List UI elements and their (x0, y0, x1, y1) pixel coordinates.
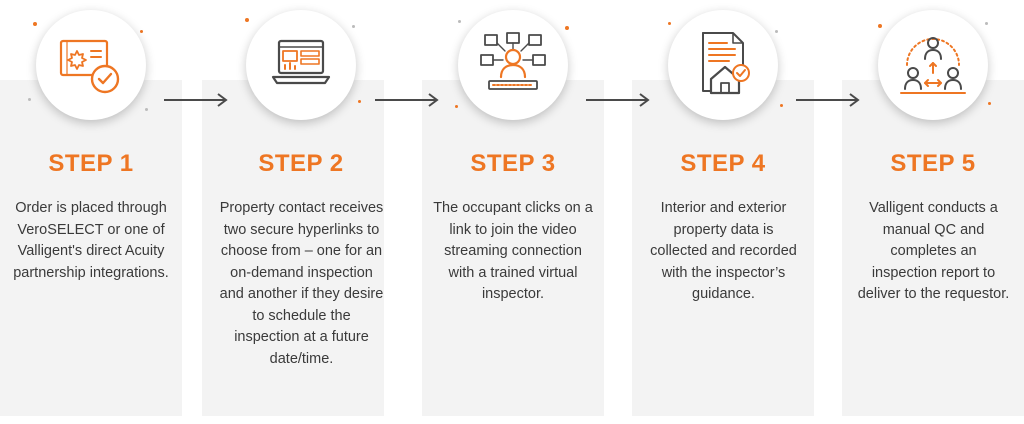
step-panel-4 (632, 80, 814, 416)
certificate-check-icon (59, 39, 120, 94)
step-icon-circle-1 (36, 10, 146, 120)
step-title: STEP 2 (258, 150, 344, 177)
step-title: STEP 4 (680, 150, 766, 177)
decorative-dot (775, 30, 778, 33)
step-description: The occupant clicks on a link to join th… (433, 200, 593, 302)
decorative-dot (455, 105, 458, 108)
decorative-dot (33, 22, 37, 26)
decorative-dot (140, 30, 143, 33)
arrow-right-icon (796, 93, 860, 107)
step-title: STEP 1 (48, 150, 134, 177)
laptop-dashboard-icon (271, 39, 331, 85)
step-icon-circle-3 (458, 10, 568, 120)
step-title: STEP 3 (470, 150, 556, 177)
decorative-dot (245, 18, 249, 22)
step-panel-1 (0, 80, 182, 416)
step-panel-5 (842, 80, 1024, 416)
property-report-icon (702, 32, 750, 95)
decorative-dot (458, 20, 461, 23)
decorative-dot (358, 100, 361, 103)
decorative-dot (565, 26, 569, 30)
decorative-dot (28, 98, 31, 101)
step-description: Valligent conducts a manual QC and compl… (857, 200, 1010, 302)
decorative-dot (985, 22, 988, 25)
decorative-dot (780, 104, 783, 107)
decorative-dot (668, 22, 671, 25)
decorative-dot (878, 24, 882, 28)
step-description: Order is placed through VeroSELECT or on… (13, 200, 169, 281)
step-panel-3 (422, 80, 604, 416)
step-icon-circle-5 (878, 10, 988, 120)
arrow-right-icon (164, 93, 228, 107)
step-description: Interior and exterior property data is c… (650, 200, 797, 302)
arrow-right-icon (375, 93, 439, 107)
step-description: Property contact receives two secure hyp… (219, 200, 384, 367)
arrow-right-icon (586, 93, 650, 107)
step-icon-circle-2 (246, 10, 356, 120)
decorative-dot (352, 25, 355, 28)
step-title: STEP 5 (890, 150, 976, 177)
video-inspector-network-icon (480, 32, 546, 90)
qc-review-team-icon (900, 37, 966, 94)
decorative-dot (145, 108, 148, 111)
decorative-dot (988, 102, 991, 105)
step-panel-2 (202, 80, 384, 416)
step-icon-circle-4 (668, 10, 778, 120)
